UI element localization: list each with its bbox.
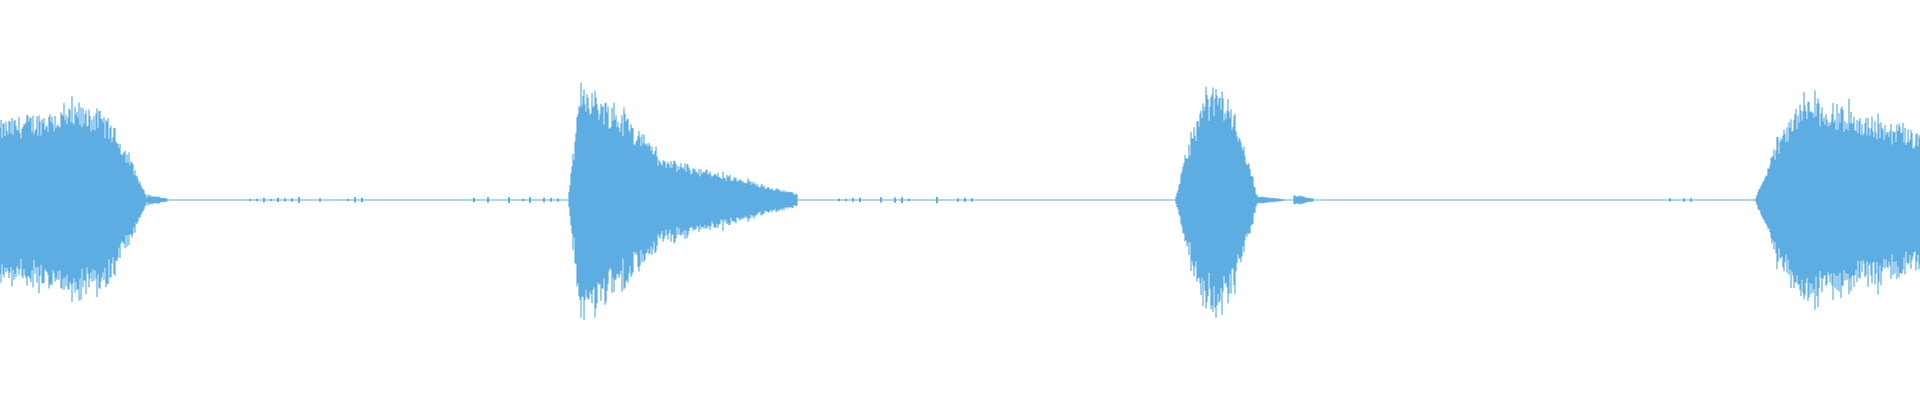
waveform-segment-burst — [1174, 86, 1259, 318]
waveform-segment-tail — [147, 194, 168, 206]
waveform-segment-burst — [1754, 90, 1920, 310]
waveform-segment-burst — [567, 82, 658, 320]
waveform-segment-blip — [1293, 195, 1314, 205]
waveform-segments — [0, 82, 1920, 320]
waveform-segment-noise — [249, 197, 391, 203]
waveform-segment-burst — [0, 96, 149, 303]
waveform-segment-noise — [1669, 198, 1692, 202]
waveform-segment-tail — [1257, 196, 1284, 204]
waveform-segment-noise — [473, 197, 566, 204]
waveform-segment-decay — [656, 156, 798, 245]
waveform-segment-noise — [838, 197, 980, 204]
